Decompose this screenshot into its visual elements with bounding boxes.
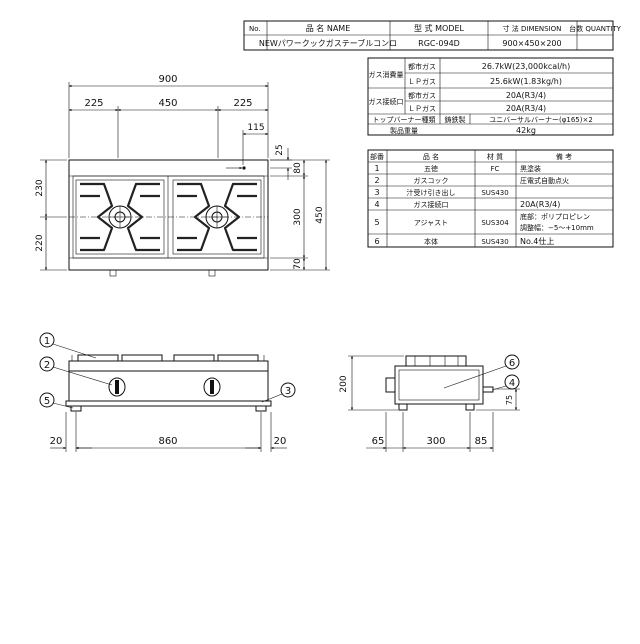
header-col-dimension: 寸 法 DIMENSION [503, 24, 562, 33]
front-callout-3: 3 [285, 386, 291, 397]
parts-row-2-note: 圧電式自動点火 [520, 176, 569, 185]
plan-left-bottom: 220 [35, 234, 45, 251]
parts-row-1-name: 五徳 [424, 164, 438, 173]
front-right-gap: 20 [274, 436, 287, 447]
plan-inlet-from-top: 25 [275, 144, 285, 155]
spec-top-burner-label: トップバーナー種類 [373, 115, 436, 124]
side-body [394, 365, 484, 405]
parts-header-note: 備 考 [556, 152, 572, 161]
parts-row-4-no: 4 [374, 200, 379, 209]
parts-header-no: 部番 [370, 152, 384, 161]
parts-row-5-no: 5 [374, 218, 379, 227]
front-left-gap: 20 [50, 436, 63, 447]
header-col-model: 型 式 MODEL [414, 23, 464, 33]
header-col-name: 品 名 NAME [306, 23, 351, 33]
parts-row-6-material: SUS430 [481, 238, 508, 246]
spec-gas-connection-label: ガス接続口 [369, 97, 404, 106]
front-callout-2: 2 [44, 360, 50, 371]
spec-city-gas-label: 都市ガス [408, 62, 436, 71]
spec-table: ガス消費量 都市ガス ＬＰガス 26.7kW(23,000kcal/h) 25.… [367, 57, 614, 136]
spec-top-burner-value: ユニバーサルバーナー(φ165)×2 [489, 116, 593, 124]
header-row-dimension: 900×450×200 [502, 39, 561, 48]
plan-seg-right: 225 [233, 98, 252, 109]
plan-body-outline [68, 159, 269, 271]
header-row-model: RGC-094D [418, 39, 460, 48]
plan-depth-mid: 300 [293, 208, 303, 225]
parts-header-name: 品 名 [423, 152, 439, 161]
parts-row-4-note: 20A(R3/4) [520, 200, 560, 209]
parts-row-1-note: 黒塗装 [520, 164, 541, 173]
front-callout-1: 1 [44, 336, 50, 347]
plan-depth-top: 80 [293, 162, 303, 174]
parts-row-2-name: ガスコック [414, 176, 449, 185]
parts-row-1-material: FC [491, 165, 500, 173]
parts-row-5-note2: 調整幅：−5〜+10mm [520, 223, 594, 232]
plan-seg-left: 225 [84, 98, 103, 109]
spec-lp-gas-connection-label: ＬＰガス [408, 104, 436, 113]
spec-city-gas-consumption: 26.7kW(23,000kcal/h) [482, 62, 571, 71]
spec-lp-gas-label: ＬＰガス [408, 77, 436, 86]
plan-view: 900 225 450 225 115 25 80 300 70 450 [35, 74, 330, 277]
front-knob-right [203, 377, 221, 397]
plan-overall-depth: 450 [315, 206, 325, 223]
plan-left-top: 230 [35, 179, 45, 196]
header-col-quantity: 台数 QUANTITY [569, 24, 621, 33]
plan-right-grate [172, 179, 262, 255]
plan-seg-mid: 450 [158, 98, 177, 109]
spec-weight-value: 42kg [516, 126, 536, 135]
side-back-gap: 85 [475, 436, 488, 447]
parts-row-6-no: 6 [374, 237, 379, 246]
parts-row-5-name: アジャスト [414, 219, 448, 227]
front-body [68, 370, 269, 402]
spec-top-burner-material: 鋳鉄製 [445, 115, 466, 124]
parts-row-3-name: 汁受け引き出し [407, 188, 456, 197]
parts-header-material: 材 質 [487, 152, 503, 161]
front-view: 1 2 3 5 20 860 20 [39, 332, 296, 452]
parts-row-6-name: 本体 [424, 237, 438, 246]
spec-lp-gas-consumption: 25.6kW(1.83kg/h) [490, 77, 562, 86]
spec-weight-label: 製品重量 [390, 126, 418, 135]
side-front-gap: 65 [372, 436, 385, 447]
side-callout-6: 6 [509, 358, 515, 369]
side-view: 6 4 200 75 65 300 85 [339, 354, 520, 452]
parts-row-4-name: ガス接続口 [414, 200, 449, 209]
side-feet-span: 300 [426, 436, 445, 447]
header-row-name: NEWパワークックガステーブルコンロ [259, 38, 397, 48]
parts-row-3-no: 3 [374, 188, 379, 197]
parts-row-1-no: 1 [374, 164, 379, 173]
header-col-no: No. [249, 25, 261, 33]
spec-city-gas-connection: 20A(R3/4) [506, 91, 546, 100]
side-height: 200 [339, 375, 349, 392]
header-table: No. 品 名 NAME 型 式 MODEL 寸 法 DIMENSION 台数 … [243, 20, 622, 51]
side-inlet-height: 75 [505, 395, 514, 405]
front-width-between-feet: 860 [158, 436, 177, 447]
plan-overall-width: 900 [158, 74, 177, 85]
parts-row-5-material: SUS304 [481, 219, 509, 227]
spec-city-gas-connection-label: 都市ガス [408, 91, 436, 100]
parts-table: 部番 品 名 材 質 備 考 1 五徳 FC 黒塗装 2 ガスコック 圧電式自動… [367, 149, 614, 248]
front-knob-left [108, 377, 126, 397]
parts-row-5-note: 底部：ポリプロピレン [520, 212, 590, 221]
plan-left-grate [75, 179, 165, 255]
front-callout-5: 5 [44, 396, 50, 407]
parts-row-2-no: 2 [374, 176, 379, 185]
spec-gas-consumption-label: ガス消費量 [369, 70, 404, 79]
parts-row-6-note: No.4仕上 [520, 236, 554, 246]
parts-row-3-material: SUS430 [481, 189, 508, 197]
plan-inlet-offset: 115 [247, 123, 264, 133]
spec-lp-gas-connection: 20A(R3/4) [506, 104, 546, 113]
plan-depth-bottom: 70 [293, 258, 303, 270]
side-callout-4: 4 [509, 378, 515, 389]
